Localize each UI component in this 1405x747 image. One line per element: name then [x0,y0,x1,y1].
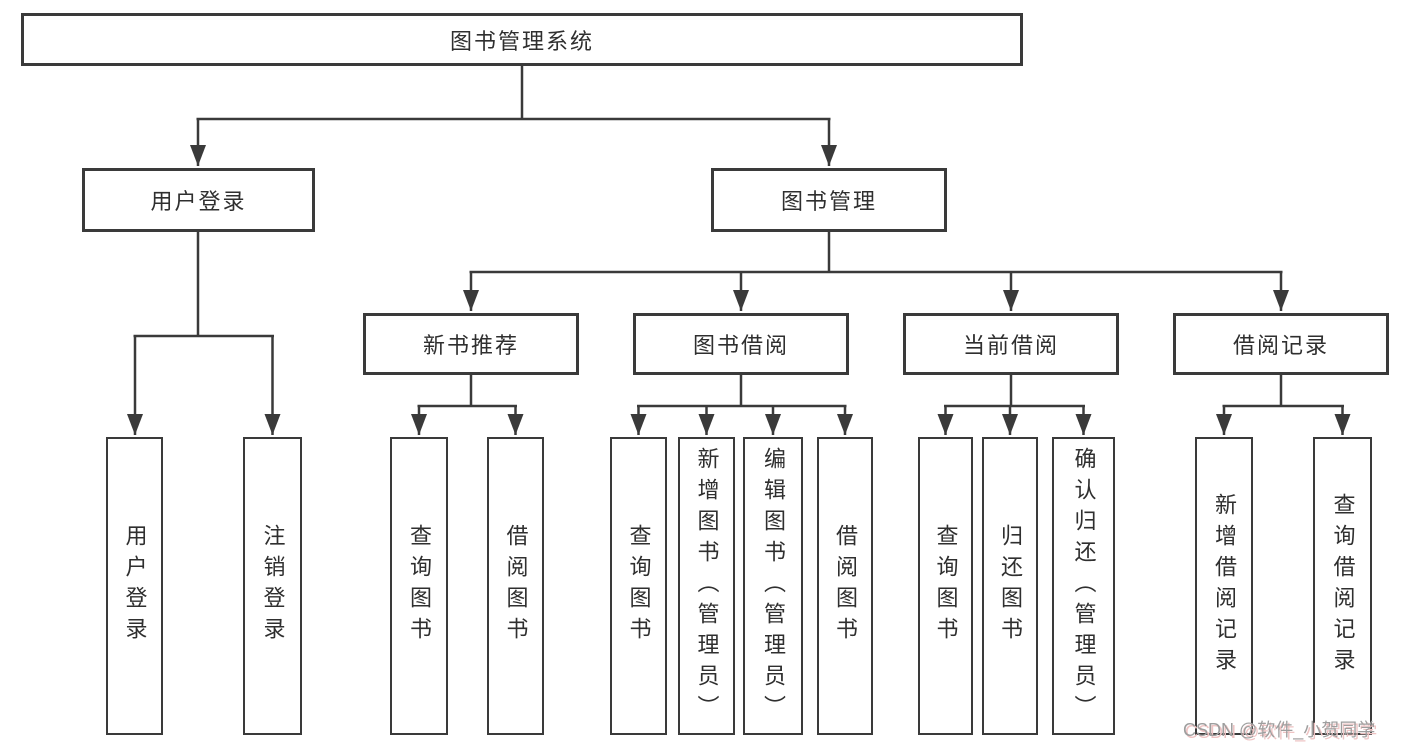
node-user-login: 用户登录 [82,168,315,232]
node-book-borrowing: 图书借阅 [633,313,849,375]
leaf-query-books-borrow: 查询图书 [610,437,667,735]
node-new-book-recommendation: 新书推荐 [363,313,579,375]
leaf-return-books: 归还图书 [982,437,1038,735]
leaf-add-borrow-record: 新增借阅记录 [1195,437,1253,735]
leaf-edit-books-admin: 编辑图书（管理员） [743,437,803,735]
leaf-user-login: 用户登录 [106,437,163,735]
leaf-confirm-return-admin: 确认归还（管理员） [1052,437,1115,735]
leaf-query-borrow-record: 查询借阅记录 [1313,437,1372,735]
node-library-management-system: 图书管理系统 [21,13,1023,66]
node-borrowing-records: 借阅记录 [1173,313,1389,375]
leaf-logout: 注销登录 [243,437,302,735]
leaf-borrow-books-recommend: 借阅图书 [487,437,544,735]
node-book-management: 图书管理 [711,168,947,232]
leaf-borrow-books: 借阅图书 [817,437,873,735]
csdn-watermark: CSDN @软件_小贺同学 [1183,720,1376,740]
node-current-borrowing: 当前借阅 [903,313,1119,375]
leaf-add-books-admin: 新增图书（管理员） [678,437,735,735]
leaf-query-books-recommend: 查询图书 [390,437,448,735]
leaf-query-books-current: 查询图书 [918,437,973,735]
